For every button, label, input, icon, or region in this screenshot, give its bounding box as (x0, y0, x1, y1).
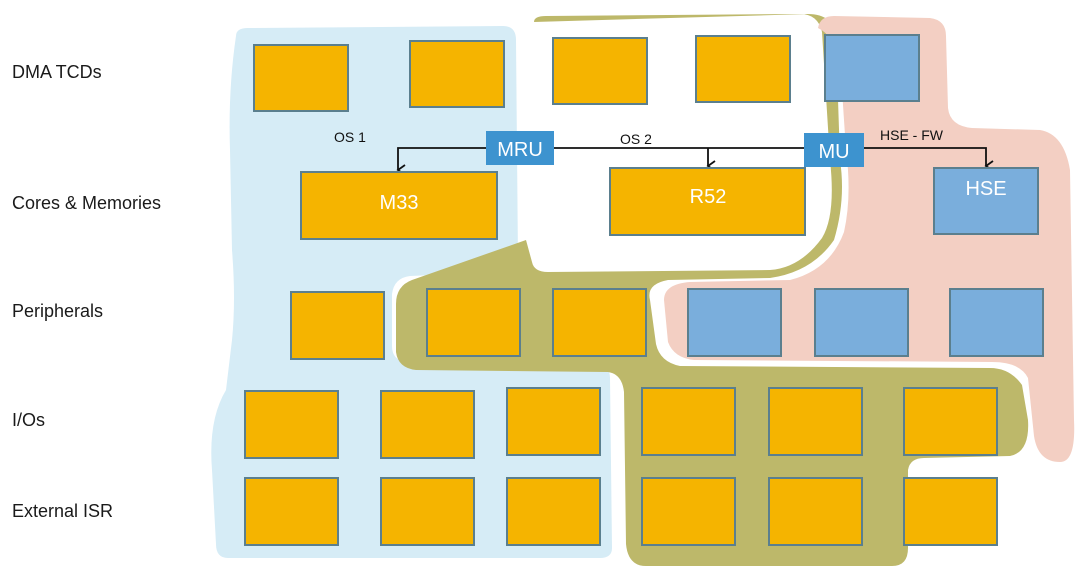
isr-block (506, 477, 601, 546)
io-block (768, 387, 863, 456)
core-connections (396, 147, 994, 176)
isr-block (244, 477, 339, 546)
dma-tcd-block-hse (824, 34, 920, 102)
r52-label: R52 (690, 186, 727, 208)
io-block (244, 390, 339, 459)
mru-bridge (486, 131, 554, 165)
row-label-ios: I/Os (12, 410, 45, 430)
mru-label: MRU (497, 139, 543, 161)
hse-fw-label: HSE - FW (880, 127, 944, 143)
dma-tcd-block (409, 40, 505, 108)
io-block (903, 387, 998, 456)
m33-label: M33 (380, 192, 419, 214)
dma-tcd-row (253, 34, 920, 112)
peripheral-block (552, 288, 647, 357)
row-label-peripherals: Peripherals (12, 301, 103, 321)
peripheral-block (426, 288, 521, 357)
m33-core (300, 171, 498, 240)
hse-core (933, 167, 1039, 235)
row-label-external-isr: External ISR (12, 501, 113, 521)
isr-block (768, 477, 863, 546)
ios-row (244, 387, 998, 459)
peripheral-block-hse (687, 288, 782, 357)
external-isr-row (244, 477, 998, 546)
io-block (506, 387, 601, 456)
os2-domain-region (396, 14, 1029, 566)
isr-block (903, 477, 998, 546)
hse-fw-link-line (864, 147, 994, 172)
peripherals-row (290, 288, 1044, 360)
io-block (380, 390, 475, 459)
isr-block (641, 477, 736, 546)
row-label-cores-memories: Cores & Memories (12, 193, 161, 213)
dma-tcd-block (552, 37, 648, 105)
os1-link-line (396, 147, 488, 176)
os1-label: OS 1 (334, 129, 366, 145)
peripheral-block-hse (949, 288, 1044, 357)
isr-block (380, 477, 475, 546)
row-label-dma-tcds: DMA TCDs (12, 62, 102, 82)
hse-label: HSE (965, 178, 1006, 200)
io-block (641, 387, 736, 456)
dma-tcd-block (695, 35, 791, 103)
os2-label: OS 2 (620, 131, 652, 147)
dma-tcd-block (253, 44, 349, 112)
peripheral-block (290, 291, 385, 360)
mu-bridge (804, 133, 864, 167)
r52-core (609, 167, 806, 236)
peripheral-block-hse (814, 288, 909, 357)
mu-label: MU (818, 141, 849, 163)
